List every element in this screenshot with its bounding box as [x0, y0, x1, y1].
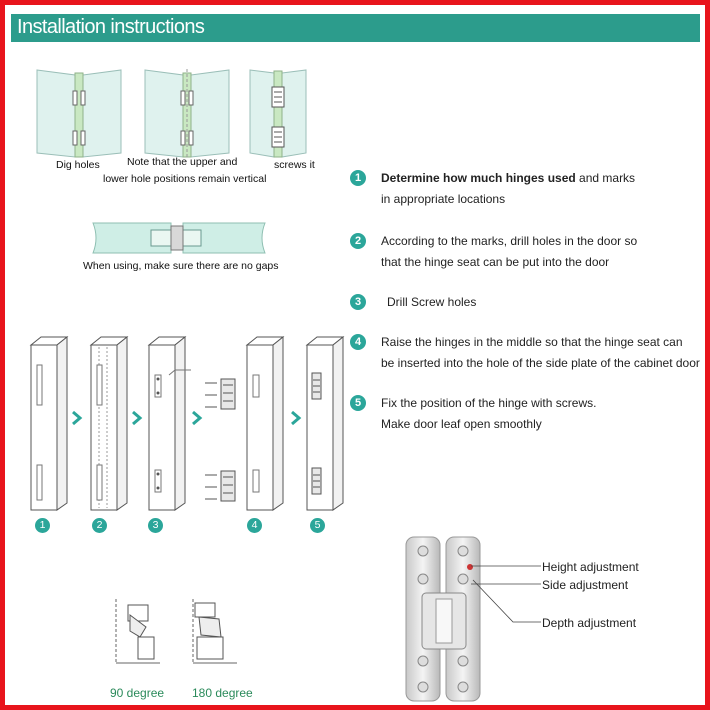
label-180-degree: 180 degree	[192, 686, 253, 700]
page-title: Installation instructions	[17, 16, 204, 39]
label-screws-it: screws it	[274, 159, 315, 171]
step-number-1: 1	[350, 170, 366, 186]
step-number-2: 2	[350, 233, 366, 249]
step-1-line2: in appropriate locations	[381, 189, 505, 210]
door-illustration-dig	[35, 65, 125, 160]
label-dig-holes: Dig holes	[56, 159, 100, 171]
sequence-number-4: 4	[247, 518, 262, 533]
door-panel-1	[27, 335, 73, 515]
step-1-emphasis: Determine how much hinges used	[381, 171, 576, 185]
arrow-icon-2	[131, 410, 143, 426]
diagram-180-degree	[187, 597, 247, 667]
title-bar: Installation instructions	[11, 14, 700, 42]
sequence-number-2: 2	[92, 518, 107, 533]
label-90-degree: 90 degree	[110, 686, 164, 700]
label-depth-adjustment: Depth adjustment	[542, 616, 636, 630]
gap-illustration	[93, 220, 268, 258]
step-4-line1: Raise the hinges in the middle so that t…	[381, 332, 683, 353]
step-3-line1: Drill Screw holes	[387, 292, 476, 313]
sequence-number-3: 3	[148, 518, 163, 533]
step-2-line2: that the hinge seat can be put into the …	[381, 252, 609, 273]
step-4-line2: be inserted into the hole of the side pl…	[381, 353, 700, 374]
hinge-parts-top	[203, 375, 247, 415]
door-illustration-screws	[248, 65, 310, 160]
arrow-icon-1	[71, 410, 83, 426]
label-note-line1: Note that the upper and	[127, 156, 237, 168]
label-side-adjustment: Side adjustment	[542, 578, 628, 592]
step-number-3: 3	[350, 294, 366, 310]
door-illustration-vertical	[143, 65, 233, 160]
arrow-icon-4	[290, 410, 302, 426]
sequence-number-1: 1	[35, 518, 50, 533]
door-panel-5	[303, 335, 353, 515]
arrow-icon-3	[191, 410, 203, 426]
label-gap-note: When using, make sure there are no gaps	[83, 260, 279, 272]
door-panel-2	[87, 335, 133, 515]
step-1-line1: and marks	[576, 171, 635, 185]
callout-lines	[465, 560, 545, 630]
label-height-adjustment: Height adjustment	[542, 560, 639, 574]
door-panel-4	[243, 335, 293, 515]
door-panel-3	[145, 335, 195, 515]
step-2-line1: According to the marks, drill holes in t…	[381, 231, 637, 252]
sequence-number-5: 5	[310, 518, 325, 533]
step-5-line1: Fix the position of the hinge with screw…	[381, 393, 596, 414]
step-5-line2: Make door leaf open smoothly	[381, 414, 542, 435]
diagram-90-degree	[110, 597, 170, 667]
label-note-line2: lower hole positions remain vertical	[103, 173, 266, 185]
hinge-parts-bottom	[203, 467, 247, 507]
